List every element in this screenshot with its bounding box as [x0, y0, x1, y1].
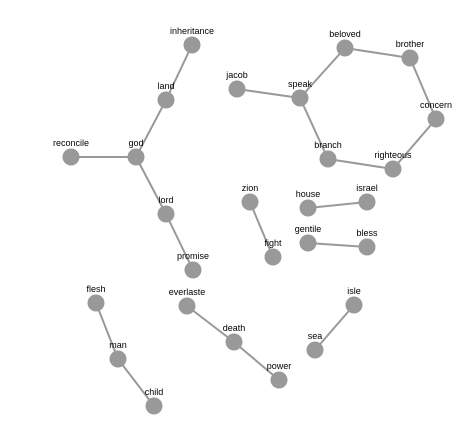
node-inheritance[interactable] — [183, 36, 201, 54]
node-label-gentile: gentile — [295, 224, 322, 234]
node-everlaste[interactable] — [178, 297, 196, 315]
edge-everlaste-death — [186, 305, 235, 343]
node-label-jacob: jacob — [225, 70, 248, 80]
node-speak[interactable] — [291, 89, 309, 107]
node-label-land: land — [157, 81, 174, 91]
node-label-power: power — [267, 361, 292, 371]
graph-labels: inheritance land god reconcile lord promise ja… — [53, 26, 452, 397]
node-child[interactable] — [145, 397, 163, 415]
edge-branch-speak — [299, 97, 329, 160]
edge-flesh-man — [95, 302, 119, 360]
node-label-fight: fight — [264, 238, 282, 248]
node-house[interactable] — [299, 199, 317, 217]
node-promise[interactable] — [184, 261, 202, 279]
node-label-death: death — [223, 323, 246, 333]
node-label-god: god — [128, 138, 143, 148]
edge-gentile-bless — [307, 242, 368, 248]
node-label-beloved: beloved — [329, 29, 361, 39]
node-label-lord: lord — [158, 195, 173, 205]
edge-beloved-brother — [344, 47, 411, 59]
node-death[interactable] — [225, 333, 243, 351]
graph-edges — [71, 44, 437, 407]
node-jacob[interactable] — [228, 80, 246, 98]
node-label-flesh: flesh — [86, 284, 105, 294]
node-concern[interactable] — [427, 110, 445, 128]
edge-land-god — [135, 99, 167, 158]
node-flesh[interactable] — [87, 294, 105, 312]
node-fight[interactable] — [264, 248, 282, 266]
node-power[interactable] — [270, 371, 288, 389]
node-land[interactable] — [157, 91, 175, 109]
node-beloved[interactable] — [336, 39, 354, 57]
node-label-inheritance: inheritance — [170, 26, 214, 36]
node-label-isle: isle — [347, 286, 361, 296]
node-label-man: man — [109, 340, 127, 350]
node-man[interactable] — [109, 350, 127, 368]
node-label-zion: zion — [242, 183, 259, 193]
node-label-everlaste: everlaste — [169, 287, 206, 297]
edge-jacob-speak — [236, 88, 301, 99]
edge-inheritance-land — [165, 44, 193, 101]
node-reconcile[interactable] — [62, 148, 80, 166]
edge-death-power — [233, 341, 280, 381]
node-label-sea: sea — [308, 331, 323, 341]
edge-lord-promise — [165, 213, 194, 271]
node-brother[interactable] — [401, 49, 419, 67]
node-label-house: house — [296, 189, 321, 199]
node-righteous[interactable] — [384, 160, 402, 178]
edge-speak-beloved — [299, 47, 346, 99]
node-label-brother: brother — [396, 39, 425, 49]
node-branch[interactable] — [319, 150, 337, 168]
node-bless[interactable] — [358, 238, 376, 256]
edge-righteous-branch — [327, 158, 394, 170]
edge-man-child — [117, 358, 155, 407]
node-label-concern: concern — [420, 100, 452, 110]
node-zion[interactable] — [241, 193, 259, 211]
node-god[interactable] — [127, 148, 145, 166]
edge-zion-fight — [249, 201, 274, 258]
node-label-speak: speak — [288, 79, 313, 89]
node-israel[interactable] — [358, 193, 376, 211]
node-label-bless: bless — [356, 228, 378, 238]
node-label-promise: promise — [177, 251, 209, 261]
node-gentile[interactable] — [299, 234, 317, 252]
node-sea[interactable] — [306, 341, 324, 359]
node-label-child: child — [145, 387, 164, 397]
node-label-israel: israel — [356, 183, 378, 193]
edge-house-israel — [307, 201, 368, 209]
node-label-branch: branch — [314, 140, 342, 150]
node-lord[interactable] — [157, 205, 175, 223]
node-isle[interactable] — [345, 296, 363, 314]
edge-brother-concern — [409, 57, 437, 120]
edge-concern-righteous — [392, 118, 437, 170]
graph-nodes — [62, 36, 445, 415]
node-label-reconcile: reconcile — [53, 138, 89, 148]
edge-god-lord — [135, 156, 167, 215]
edge-isle-sea — [314, 304, 355, 351]
node-label-righteous: righteous — [374, 150, 412, 160]
